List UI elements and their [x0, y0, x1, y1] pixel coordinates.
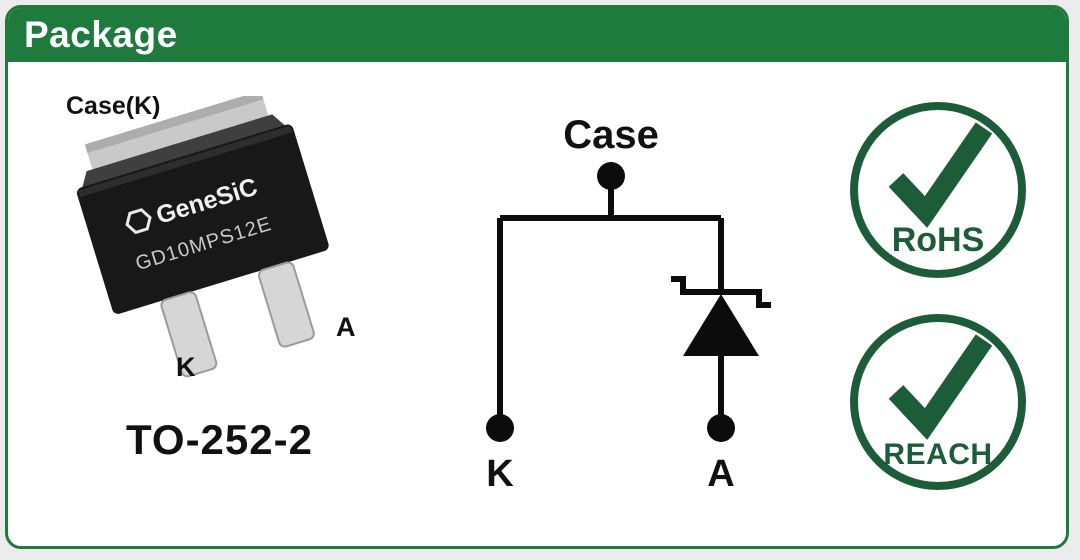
- schottky-cathode-bar: [671, 276, 771, 308]
- package-photo: GeneSiC GD10MPS12E: [76, 96, 329, 378]
- chip-body-highlight: [77, 125, 293, 198]
- schematic-wires: [497, 174, 724, 428]
- chip-lead-a: [257, 261, 315, 348]
- checkmark-icon: [888, 122, 993, 228]
- diode-triangle: [683, 294, 759, 356]
- case-k-label: Case(K): [66, 92, 161, 120]
- pin-a-label: A: [336, 312, 356, 342]
- rohs-badge-label: RoHS: [891, 221, 985, 259]
- chip-tab-edge: [84, 96, 264, 154]
- a-terminal-dot: [707, 414, 735, 442]
- reach-badge-label: REACH: [883, 438, 993, 471]
- package-panel: Package Case(K) GeneSiC GD10MPS12E K A T…: [5, 5, 1069, 549]
- reach-badge: REACH: [850, 314, 1026, 490]
- chip-lead-k: [160, 291, 218, 378]
- chip-top-bevel: [81, 114, 287, 190]
- schematic-a-label: A: [707, 453, 734, 495]
- diode-schematic: Case K A: [486, 113, 771, 495]
- pin-k-label: K: [176, 352, 196, 382]
- schematic-k-label: K: [486, 453, 514, 495]
- case-terminal-dot: [597, 162, 625, 190]
- rohs-badge: RoHS: [850, 102, 1026, 278]
- k-terminal-dot: [486, 414, 514, 442]
- checkmark-icon: [888, 334, 993, 440]
- page-title: Package: [24, 14, 178, 55]
- header-bar: Package: [8, 8, 1066, 62]
- package-name: TO-252-2: [126, 416, 313, 463]
- brand-logo-icon: [125, 208, 152, 235]
- schematic-case-label: Case: [563, 113, 659, 157]
